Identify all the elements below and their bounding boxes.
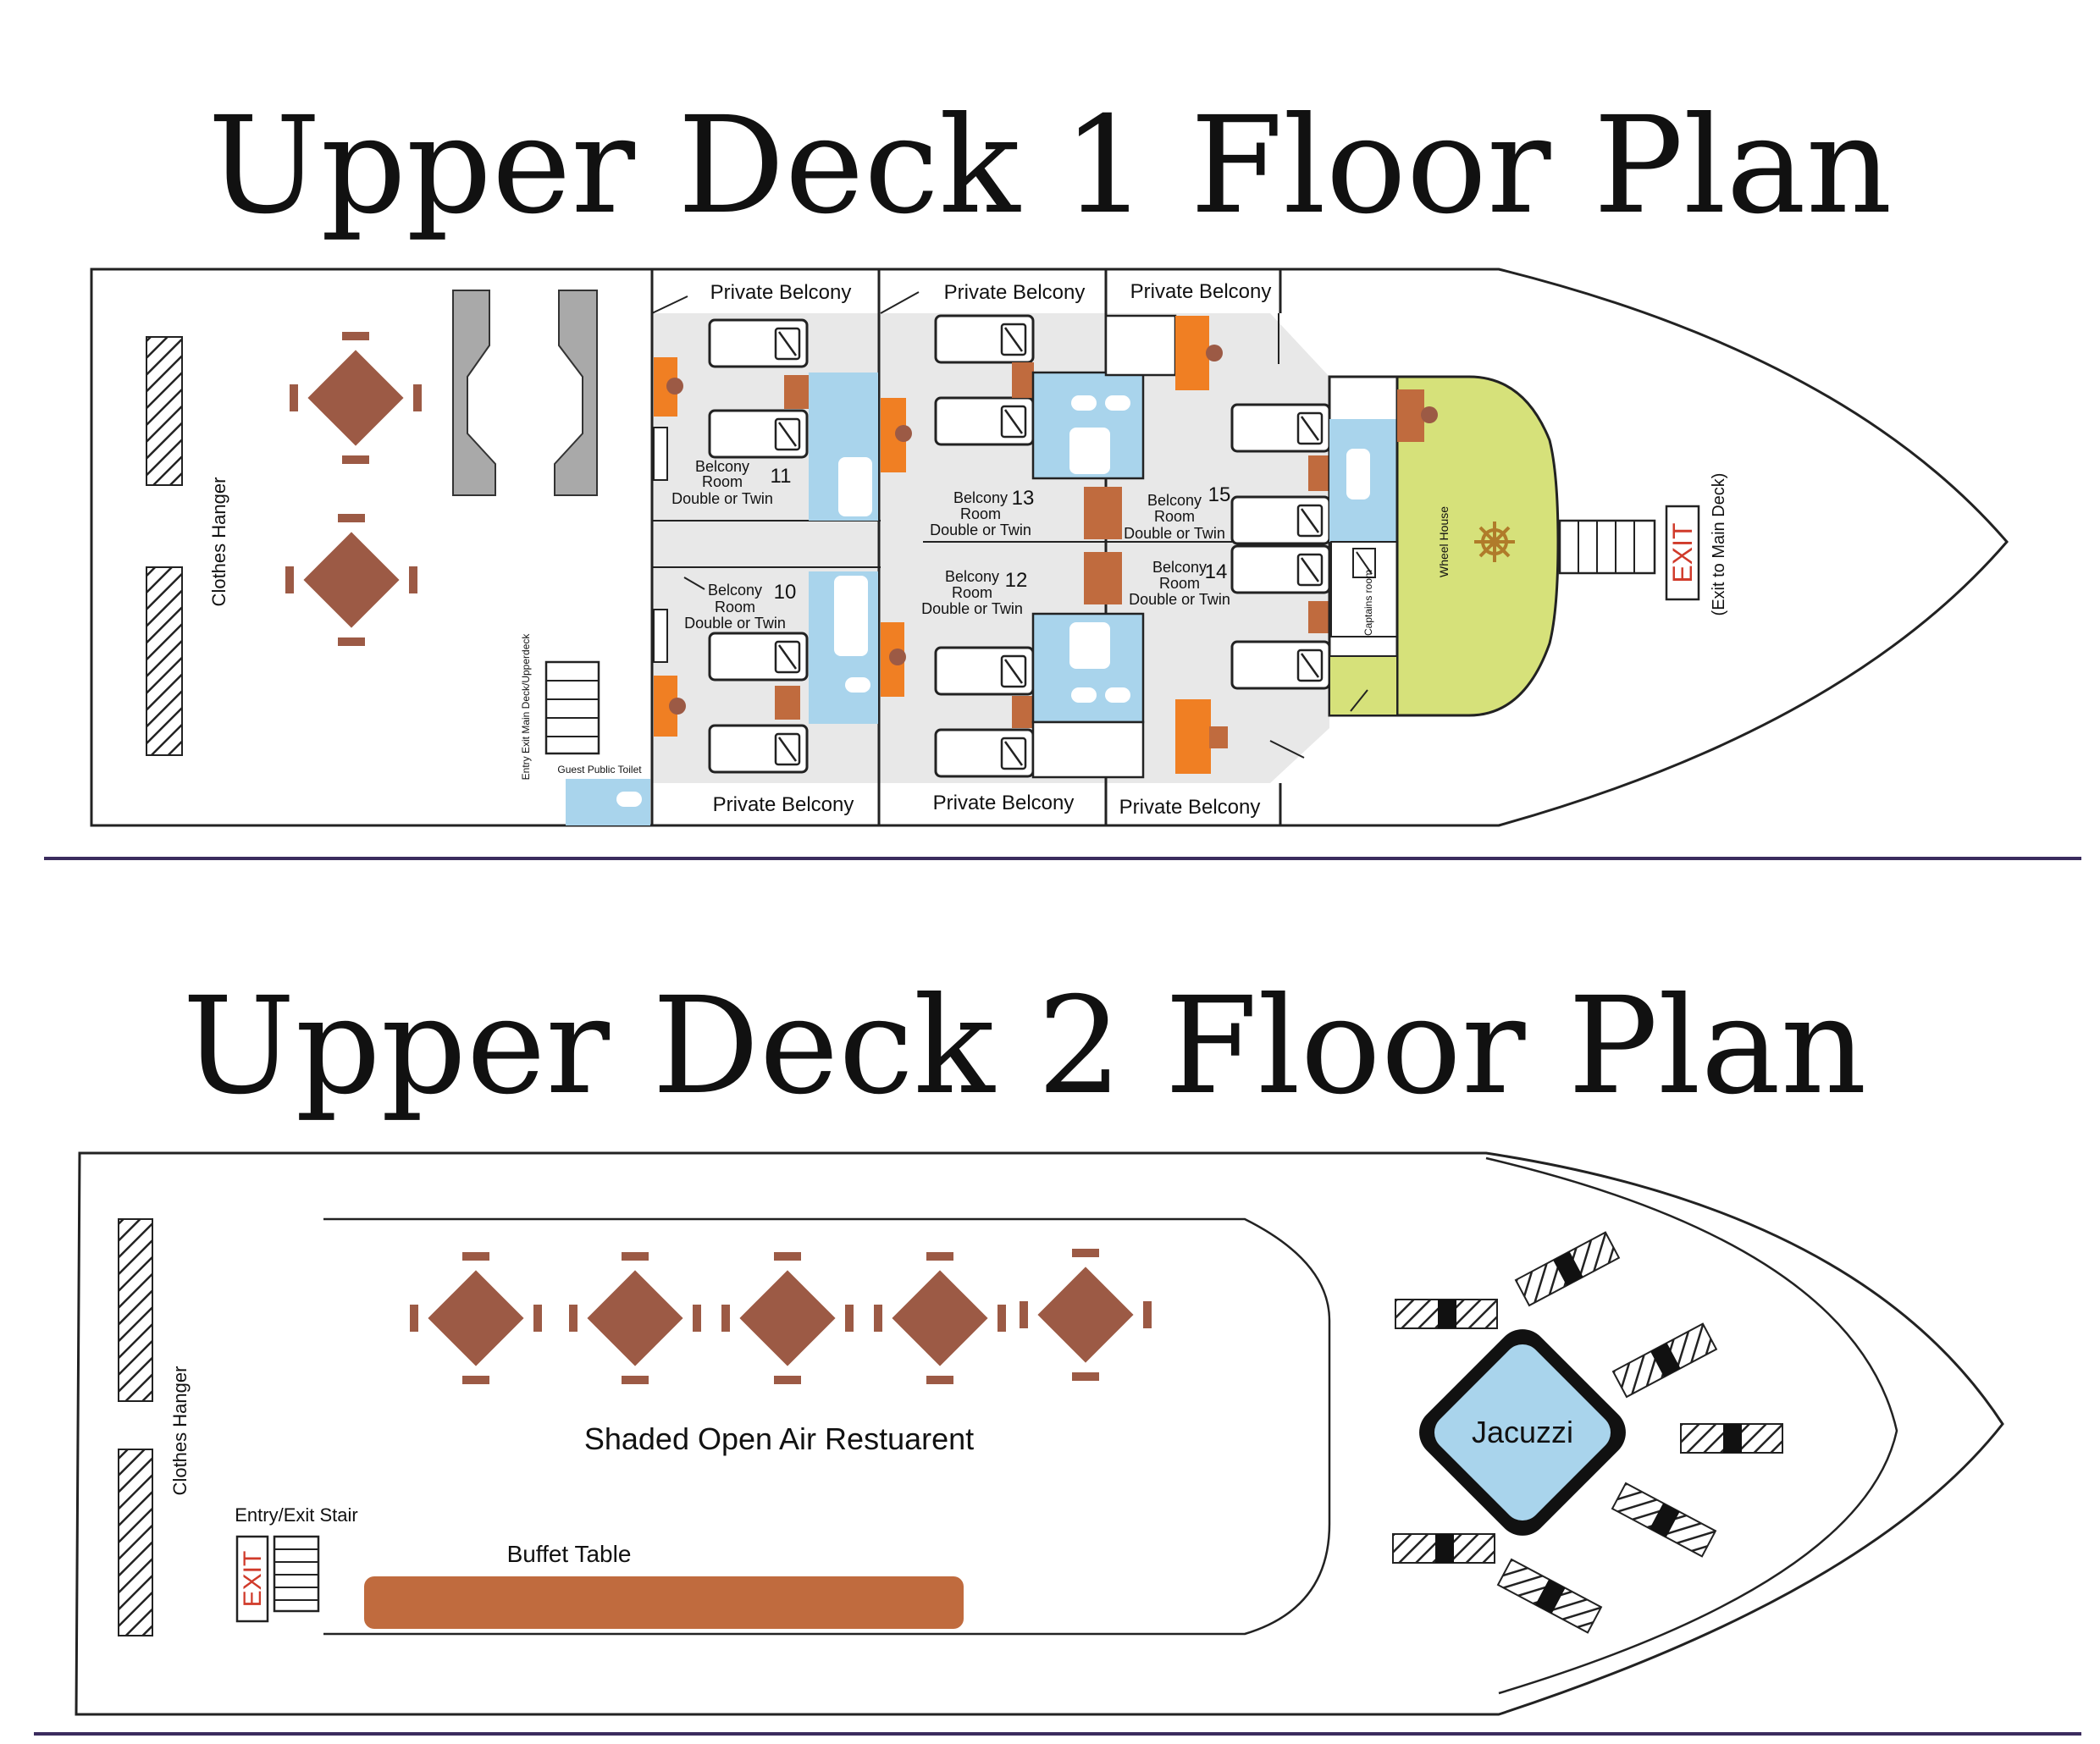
svg-text:Room: Room	[960, 505, 1001, 522]
dresser-orange	[1175, 699, 1211, 774]
sun-lounger	[1680, 1423, 1783, 1454]
bed-icon	[708, 318, 809, 368]
clothes-hanger-rack	[118, 1449, 153, 1636]
clothes-hanger-rack	[146, 336, 183, 486]
svg-text:Double or Twin: Double or Twin	[671, 490, 773, 507]
bed-icon	[1230, 495, 1331, 545]
room-number: 10	[774, 581, 797, 604]
bed-icon	[708, 409, 809, 459]
svg-text:Double or Twin: Double or Twin	[1124, 525, 1225, 542]
clothes-hanger-label: Clothes Hanger	[208, 477, 229, 607]
svg-text:Belcony: Belcony	[695, 458, 749, 475]
svg-text:Belcony: Belcony	[953, 489, 1008, 506]
sun-lounger	[1395, 1299, 1498, 1329]
svg-text:EXIT: EXIT	[239, 1551, 267, 1608]
svg-text:Belcony: Belcony	[1152, 559, 1207, 576]
bed-icon	[1230, 640, 1331, 690]
clothes-hanger-label: Clothes Hanger	[169, 1366, 191, 1496]
svg-text:Double or Twin: Double or Twin	[1129, 591, 1230, 608]
svg-text:EXIT: EXIT	[1667, 522, 1698, 582]
ship-wheel-icon	[1474, 522, 1515, 562]
svg-text:Room: Room	[1154, 508, 1195, 525]
grey-lounger	[554, 290, 598, 496]
svg-text:Room: Room	[1159, 575, 1200, 592]
clothes-hanger-rack	[146, 566, 183, 756]
buffet-label: Buffet Table	[507, 1541, 632, 1567]
balcony-label-5: Private Belcony	[933, 792, 1075, 814]
svg-text:Double or Twin: Double or Twin	[684, 615, 786, 632]
bed-icon	[934, 646, 1035, 696]
dresser-orange	[1175, 316, 1209, 390]
balcony-label-3: Private Belcony	[1130, 280, 1272, 303]
svg-text:Room: Room	[952, 584, 992, 601]
wheel-house-label: Wheel House	[1437, 506, 1451, 577]
room-number: 14	[1205, 560, 1228, 583]
jacuzzi-label: Jacuzzi	[1472, 1415, 1573, 1449]
bed-icon	[934, 314, 1035, 364]
svg-text:Room: Room	[702, 473, 743, 490]
stair-icon	[1558, 519, 1656, 575]
jacuzzi	[1419, 1329, 1626, 1536]
svg-text:Belcony: Belcony	[708, 582, 762, 599]
restaurant-label: Shaded Open Air Restuarent	[584, 1421, 974, 1456]
bed-icon	[934, 728, 1035, 778]
bed-icon	[1230, 544, 1331, 594]
stair-label: Entry/Exit Stair	[235, 1504, 357, 1526]
svg-text:Double or Twin: Double or Twin	[930, 522, 1031, 538]
restaurant-area	[323, 1217, 1331, 1636]
svg-text:Room: Room	[715, 599, 755, 615]
bed-icon	[934, 396, 1035, 446]
exit-sign	[235, 1535, 269, 1623]
balcony-label-2: Private Belcony	[944, 281, 1086, 304]
sun-lounger	[1392, 1533, 1495, 1564]
wheel-house	[1395, 375, 1560, 717]
deck1-title: Upper Deck 1 Floor Plan	[207, 88, 1892, 244]
clothes-hanger-rack	[118, 1218, 153, 1402]
deck1-cabin-floor	[652, 313, 1329, 783]
exit-note: (Exit to Main Deck)	[1710, 473, 1728, 616]
bed-icon	[1230, 403, 1331, 453]
bed-icon	[708, 724, 809, 774]
stair-icon	[544, 660, 600, 755]
bed-icon	[708, 632, 809, 682]
exit-sign	[1665, 505, 1700, 601]
room-number: 12	[1005, 569, 1028, 592]
svg-text:Belcony: Belcony	[945, 568, 999, 585]
balcony-label-6: Private Belcony	[1119, 796, 1261, 819]
svg-text:Double or Twin: Double or Twin	[921, 600, 1023, 617]
grey-lounger	[452, 290, 496, 496]
balcony-label-4: Private Belcony	[713, 793, 854, 816]
guest-toilet-label: Guest Public Toilet	[557, 764, 642, 775]
buffet-table	[364, 1576, 964, 1629]
room-number: 13	[1012, 487, 1035, 510]
captains-room-label: Captains room	[1362, 570, 1374, 636]
balcony-label-1: Private Belcony	[710, 281, 852, 304]
deck2-title: Upper Deck 2 Floor Plan	[182, 969, 1866, 1124]
entry-exit-label: Entry Exit Main Deck/Upperdeck	[520, 633, 532, 781]
svg-text:Belcony: Belcony	[1147, 492, 1202, 509]
room-number: 15	[1208, 483, 1231, 506]
room-number: 11	[771, 465, 792, 488]
